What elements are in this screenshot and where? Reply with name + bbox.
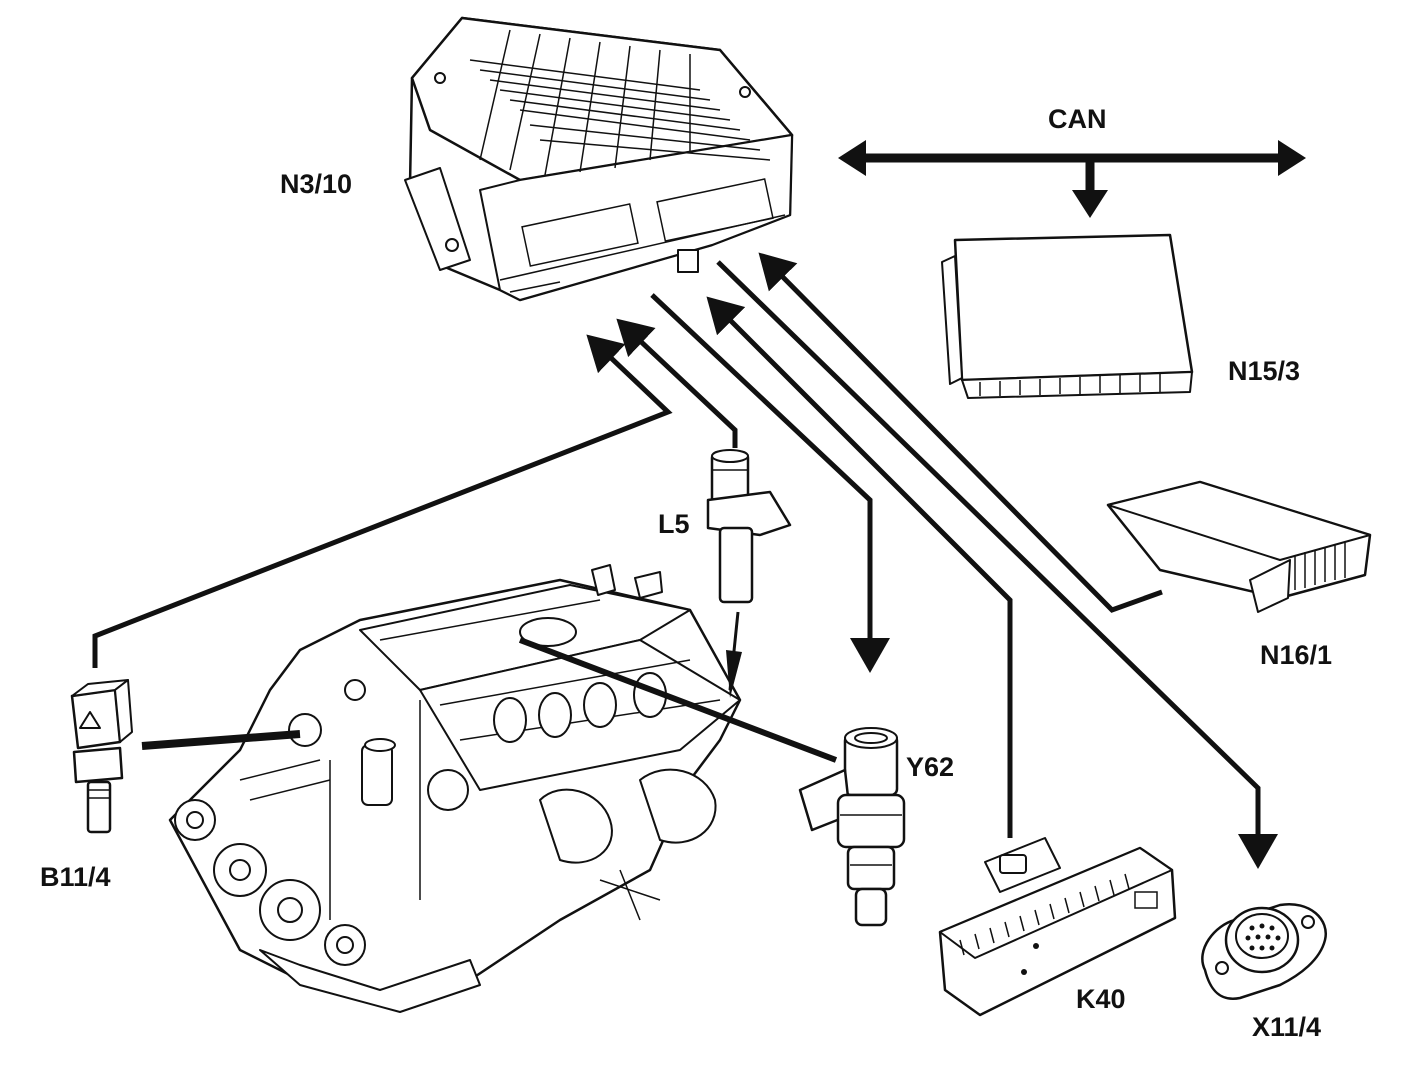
can-bus-arrow [838, 140, 1306, 218]
relay-module-icon [938, 837, 1177, 1017]
control-unit-icon [404, 16, 794, 302]
control-module-n16-icon [1106, 480, 1372, 613]
l5-label: L5 [658, 509, 690, 539]
y62-label: Y62 [906, 752, 954, 782]
can-bus-label: CAN [1048, 104, 1107, 134]
n16-1-label: N16/1 [1260, 640, 1332, 670]
fuel-injector-icon [798, 727, 906, 927]
signal-lines [92, 252, 1278, 869]
coolant-temp-sensor-icon [70, 679, 133, 834]
x11-4-label: X11/4 [1252, 1012, 1321, 1042]
b11-4-label: B11/4 [40, 862, 111, 892]
n15-3-label: N15/3 [1228, 356, 1300, 386]
diagnostic-connector-icon [1201, 902, 1328, 1001]
crankshaft-sensor-icon [706, 449, 792, 604]
pointer-lines [141, 611, 838, 763]
transmission-control-module-icon [941, 233, 1194, 399]
k40-label: K40 [1076, 984, 1126, 1014]
engine-icon [168, 564, 742, 1013]
control-unit-label: N3/10 [280, 169, 352, 199]
